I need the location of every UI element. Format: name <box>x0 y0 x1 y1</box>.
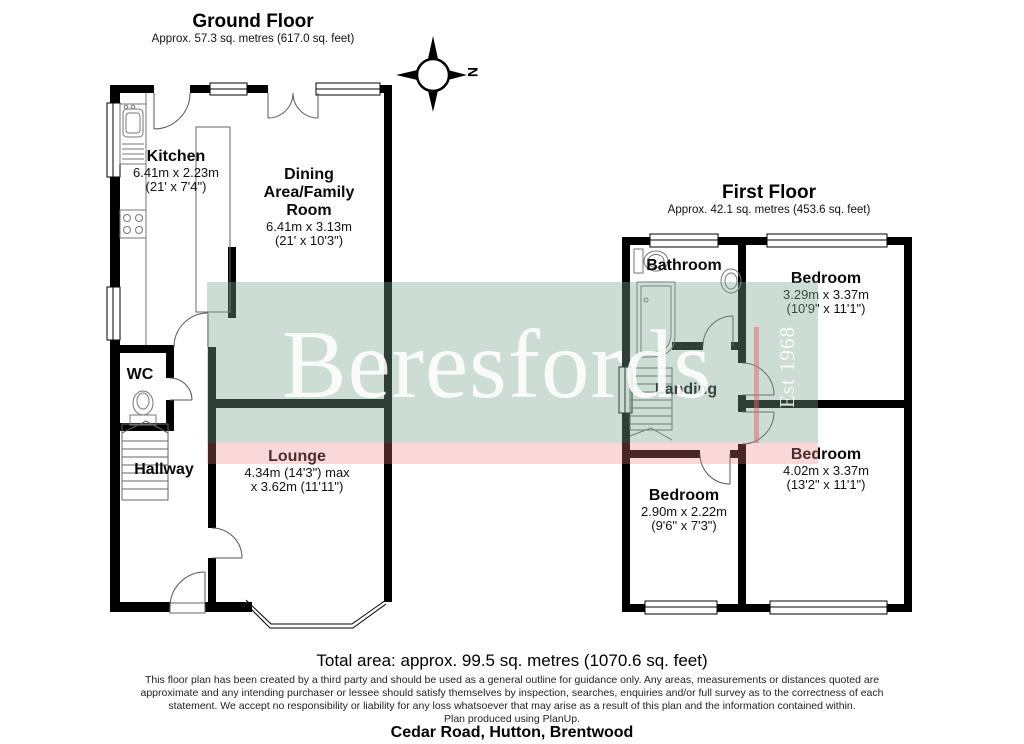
room-name: Bathroom <box>646 257 722 274</box>
room-label-bedroom1: Bedroom 3.29m x 3.37m (10'9" x 11'1") <box>783 270 869 317</box>
first-floor-fixtures <box>629 248 742 441</box>
room-label-hallway: Hallway <box>134 461 194 479</box>
ground-floor-doors <box>153 92 319 608</box>
lounge-door-icon <box>211 527 243 559</box>
room-label-kitchen: Kitchen 6.41m x 2.23m (21' x 7'4") <box>133 148 219 195</box>
room-label-bedroom3: Bedroom 2.90m x 2.22m (9'6" x 7'3") <box>641 487 727 534</box>
room-name: WC <box>126 366 154 383</box>
room-label-bathroom: Bathroom <box>646 257 722 275</box>
watermark-accent-bar <box>754 327 759 443</box>
disclaimer-line-4: Plan produced using PlanUp. <box>443 713 581 725</box>
toilet-icon <box>633 248 669 274</box>
room-name: Bedroom <box>790 446 862 463</box>
room-dim-metric: 6.41m x 3.13m <box>266 218 352 234</box>
room-dim-imperial: (21' x 7'4") <box>145 179 207 195</box>
room-label-landing: Landing <box>655 381 717 399</box>
disclaimer-line-3: statement. We accept no responsibility o… <box>168 700 856 712</box>
room-name: Room <box>286 201 332 219</box>
room-name: Kitchen <box>146 148 206 165</box>
ground-floor-plan <box>106 82 392 629</box>
room-dim-imperial: (13'2" x 11'1") <box>786 477 866 493</box>
room-dim-metric: 2.90m x 2.22m <box>641 503 727 519</box>
first-floor-walls <box>622 237 912 612</box>
disclaimer-line-2: approximate and any intending purchaser … <box>140 687 884 699</box>
stove-icon <box>119 209 147 239</box>
bay-window-icon <box>245 599 387 629</box>
room-dim-metric: 4.34m (14'3") max <box>244 464 350 480</box>
wc-door-icon <box>169 377 193 401</box>
room-dim-imperial: (10'9" x 11'1") <box>786 301 866 317</box>
bath-icon <box>636 281 676 358</box>
room-name: Dining <box>284 166 334 183</box>
room-dim-metric: 6.41m x 2.23m <box>133 164 219 180</box>
door-arc-icon <box>153 92 191 130</box>
basin-icon <box>720 268 742 294</box>
sink-icon <box>119 103 147 165</box>
room-label-bedroom2: Bedroom 4.02m x 3.37m (13'2" x 11'1") <box>783 446 869 493</box>
room-name: Bedroom <box>648 487 720 504</box>
bathroom-door-icon <box>702 315 734 347</box>
french-doors-icon <box>267 92 319 119</box>
front-door-threshold <box>169 602 206 614</box>
first-floor-plan <box>618 233 912 615</box>
room-dim-imperial: (21' x 10'3") <box>274 233 344 249</box>
room-dim-metric: 4.02m x 3.37m <box>783 462 869 478</box>
room-name: Hallway <box>134 461 194 478</box>
ground-floor-title: Ground Floor <box>192 11 314 32</box>
bedroom-door-icon <box>699 453 731 485</box>
room-name: Landing <box>654 381 718 398</box>
first-floor-subtitle: Approx. 42.1 sq. metres (453.6 sq. feet) <box>667 204 871 216</box>
front-door-icon <box>169 571 206 608</box>
watermark-brand: Beresfords <box>281 311 713 418</box>
stairs-icon <box>629 367 673 441</box>
first-floor-windows <box>618 233 888 615</box>
disclaimer-line-1: This floor plan has been created by a th… <box>144 674 880 686</box>
room-dim-metric: 3.29m x 3.37m <box>783 286 869 302</box>
total-area-text: Total area: approx. 99.5 sq. metres (107… <box>316 651 708 670</box>
ground-floor-fixtures <box>119 93 387 629</box>
room-label-wc: WC <box>127 366 154 384</box>
room-name: Area/Family <box>263 183 355 201</box>
watermark-established: Est 1968 <box>775 325 799 409</box>
property-address: Cedar Road, Hutton, Brentwood <box>390 724 634 741</box>
kitchen-island <box>195 126 231 313</box>
toilet-icon <box>129 390 157 426</box>
compass-north-label: N <box>465 66 482 78</box>
watermark-green-band <box>207 282 818 443</box>
room-label-lounge: Lounge 4.34m (14'3") max x 3.62m (11'11"… <box>244 448 349 495</box>
room-dim-imperial: (9'6" x 7'3") <box>651 518 717 534</box>
compass-icon <box>396 36 467 112</box>
room-name: Lounge <box>268 448 326 465</box>
ground-floor-subtitle: Approx. 57.3 sq. metres (617.0 sq. feet) <box>151 33 355 45</box>
door-arc-icon <box>173 312 209 348</box>
first-floor-doors <box>699 315 775 485</box>
ground-floor-windows <box>106 82 381 614</box>
room-label-dining: Dining Area/Family Room 6.41m x 3.13m (2… <box>264 166 355 249</box>
ground-floor-walls <box>110 85 392 612</box>
room-name: Bedroom <box>790 270 862 287</box>
stairs-icon <box>121 420 169 501</box>
watermark-pink-band <box>207 443 818 464</box>
room-dim-metric2: x 3.62m (11'11") <box>250 479 344 495</box>
first-floor-title: First Floor <box>722 182 816 203</box>
